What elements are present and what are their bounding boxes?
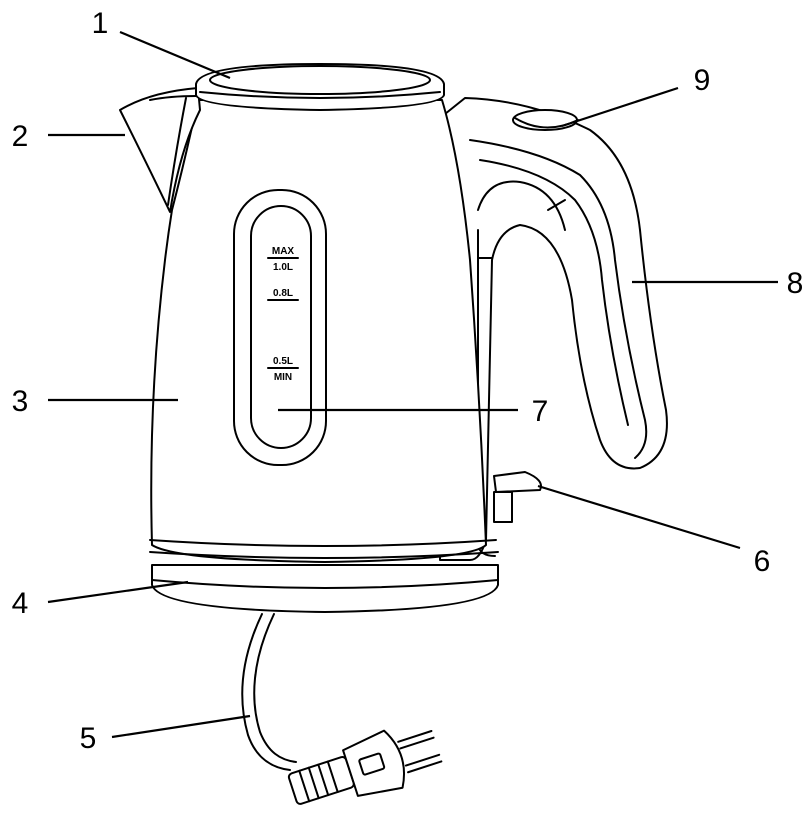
- power-plug: [287, 729, 443, 805]
- callout-4: 4: [12, 587, 29, 620]
- min-label: MIN: [274, 372, 292, 383]
- leader-4: [47, 580, 189, 604]
- leader-9: [561, 86, 679, 128]
- power-cord: [241, 613, 297, 771]
- callout-7: 7: [532, 395, 549, 428]
- water-level-window: [233, 189, 327, 466]
- leader-1: [119, 30, 231, 80]
- lid-release-button: [512, 109, 579, 131]
- leader-lines: [47, 30, 778, 739]
- callout-2: 2: [12, 120, 29, 153]
- mid-volume: 0.8L: [273, 288, 293, 299]
- lid: [195, 63, 445, 111]
- on-off-switch: [493, 471, 542, 523]
- callout-6: 6: [754, 545, 771, 578]
- spout: [119, 87, 201, 213]
- base-station: [151, 564, 499, 613]
- callout-5: 5: [80, 722, 97, 755]
- callout-3: 3: [12, 385, 29, 418]
- callout-8: 8: [787, 267, 804, 300]
- leader-5: [111, 714, 251, 739]
- min-volume: 0.5L: [273, 356, 293, 367]
- callout-1: 1: [92, 7, 109, 40]
- max-label: MAX: [272, 246, 295, 257]
- callout-9: 9: [694, 64, 711, 97]
- max-volume: 1.0L: [273, 262, 293, 273]
- leader-6: [537, 484, 741, 550]
